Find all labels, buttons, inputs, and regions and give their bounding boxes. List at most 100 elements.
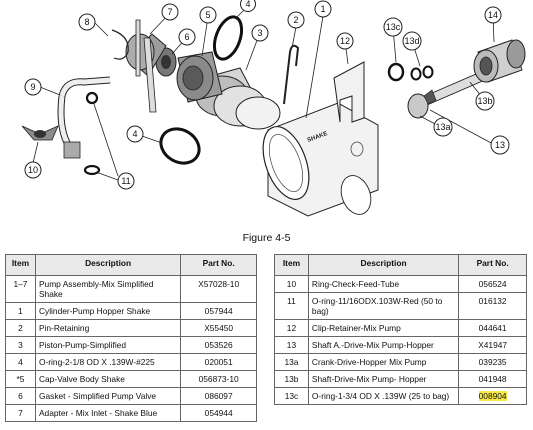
- cell-part-no: 054944: [180, 404, 257, 422]
- callout-10: 10: [24, 161, 42, 179]
- parts-table-left: Item Description Part No. 1–7 Pump Assem…: [5, 254, 257, 422]
- table-row: 12 Clip-Retainer-Mix Pump 044641: [274, 319, 527, 337]
- cell-part-no: 057944: [180, 302, 257, 320]
- cell-part-no: 053526: [180, 336, 257, 354]
- cell-description: Gasket - Simplified Pump Valve: [34, 387, 182, 405]
- cell-description: Adapter - Mix Inlet - Shake Blue: [34, 404, 182, 422]
- part-oring-11a: [85, 91, 99, 105]
- table-header-row: Item Description Part No.: [5, 254, 257, 276]
- svg-text:13c: 13c: [386, 22, 401, 32]
- svg-text:3: 3: [257, 28, 262, 38]
- part-fitting: [473, 39, 526, 83]
- part-cylinder: SHAKE: [262, 102, 379, 217]
- svg-text:13d: 13d: [404, 36, 419, 46]
- cell-description: Shaft A.-Drive-Mix Pump-Hopper: [307, 336, 460, 354]
- exploded-parts-diagram: SHAKE: [21, 0, 526, 217]
- figure-caption: Figure 4-5: [242, 232, 291, 244]
- svg-text:2: 2: [293, 15, 298, 25]
- part-oring-13d-a: [410, 67, 422, 81]
- header-item: Item: [274, 254, 309, 276]
- header-part-no: Part No.: [458, 254, 527, 276]
- svg-text:14: 14: [488, 10, 498, 20]
- cell-item: 12: [274, 319, 309, 337]
- part-feed-tube: [57, 76, 111, 159]
- svg-text:4: 4: [132, 129, 137, 139]
- header-description: Description: [307, 254, 460, 276]
- part-oring-4a: [212, 15, 244, 61]
- header-description: Description: [34, 254, 182, 276]
- svg-text:11: 11: [121, 176, 130, 186]
- cell-item: 13a: [274, 353, 309, 371]
- part-drive-shaft: [407, 67, 495, 119]
- part-valve-cap: [176, 51, 223, 103]
- cell-description: Crank-Drive-Hopper Mix Pump: [307, 353, 460, 371]
- svg-text:6: 6: [184, 32, 189, 42]
- table-row: 11 O-ring-11/16ODX.103W-Red (50 to bag) …: [274, 292, 527, 320]
- cell-description: Clip-Retainer-Mix Pump: [307, 319, 460, 337]
- part-pin-8: [111, 29, 129, 60]
- cell-item: 6: [5, 387, 36, 405]
- part-check-ring: [21, 125, 59, 141]
- callout-13: 13: [490, 135, 510, 155]
- table-header-row: Item Description Part No.: [274, 254, 527, 276]
- svg-text:10: 10: [28, 165, 38, 175]
- part-adapter: [125, 19, 167, 113]
- header-item: Item: [5, 254, 36, 276]
- callout-9: 9: [24, 78, 42, 96]
- callout-2: 2: [287, 11, 305, 29]
- cell-part-no: 041948: [458, 370, 527, 388]
- cell-part-no: 008904: [458, 387, 527, 405]
- cell-item: 13: [274, 336, 309, 354]
- part-oring-13d-b: [422, 65, 434, 79]
- cell-item: 10: [274, 275, 309, 293]
- cell-description: Piston-Pump-Simplified: [34, 336, 182, 354]
- table-row: 3 Piston-Pump-Simplified 053526: [5, 336, 257, 354]
- svg-text:8: 8: [84, 17, 89, 27]
- callout-12: 12: [336, 32, 354, 50]
- cell-part-no: 039235: [458, 353, 527, 371]
- cell-description: Pin-Retaining: [34, 319, 182, 337]
- table-row: 4 O-ring-2-1/8 OD X .139W-#225 020051: [5, 353, 257, 371]
- highlighted-part-number: 008904: [478, 391, 507, 401]
- cell-description: Shaft-Drive-Mix Pump- Hopper: [307, 370, 460, 388]
- cell-item: 3: [5, 336, 36, 354]
- table-row: 13c O-ring-1-3/4 OD X .139W (25 to bag) …: [274, 387, 527, 405]
- header-part-no: Part No.: [180, 254, 257, 276]
- callout-4-top: 4: [240, 0, 256, 12]
- cell-item: 4: [5, 353, 36, 371]
- cell-description: Ring-Check-Feed-Tube: [307, 275, 460, 293]
- callout-13a: 13a: [433, 117, 453, 137]
- svg-text:13b: 13b: [477, 96, 492, 106]
- part-oring-11b: [83, 164, 101, 176]
- cell-part-no: 020051: [180, 353, 257, 371]
- parts-table-right: Item Description Part No. 10 Ring-Check-…: [274, 254, 527, 405]
- cell-item: 11: [274, 292, 309, 320]
- cell-item: 2: [5, 319, 36, 337]
- cell-item: 1–7: [5, 275, 36, 303]
- table-row: *5 Cap-Valve Body Shake 056873-10: [5, 370, 257, 388]
- cell-description: Cylinder-Pump Hopper Shake: [34, 302, 182, 320]
- cell-part-no: 016132: [458, 292, 527, 320]
- callout-13c: 13c: [383, 17, 403, 37]
- cell-part-no: 086097: [180, 387, 257, 405]
- cell-description: Pump Assembly-Mix Simplified Shake: [34, 275, 182, 303]
- cell-description: O-ring-1-3/4 OD X .139W (25 to bag): [307, 387, 460, 405]
- svg-text:1: 1: [320, 4, 325, 14]
- callout-14: 14: [484, 6, 502, 24]
- callout-8: 8: [78, 13, 96, 31]
- svg-text:4: 4: [245, 0, 250, 9]
- cell-part-no: 044641: [458, 319, 527, 337]
- callout-13d: 13d: [402, 31, 422, 51]
- cell-part-no: X41947: [458, 336, 527, 354]
- cell-description: O-ring-11/16ODX.103W-Red (50 to bag): [307, 292, 460, 320]
- callout-5: 5: [199, 6, 217, 24]
- svg-text:5: 5: [205, 10, 210, 20]
- cell-part-no: 056524: [458, 275, 527, 293]
- table-row: 7 Adapter - Mix Inlet - Shake Blue 05494…: [5, 404, 257, 422]
- cell-item: 7: [5, 404, 36, 422]
- callout-11-a: 11: [117, 172, 135, 190]
- cell-item: 1: [5, 302, 36, 320]
- table-row: 1–7 Pump Assembly-Mix Simplified Shake X…: [5, 275, 257, 303]
- part-clip: [333, 61, 365, 123]
- svg-text:7: 7: [167, 7, 172, 17]
